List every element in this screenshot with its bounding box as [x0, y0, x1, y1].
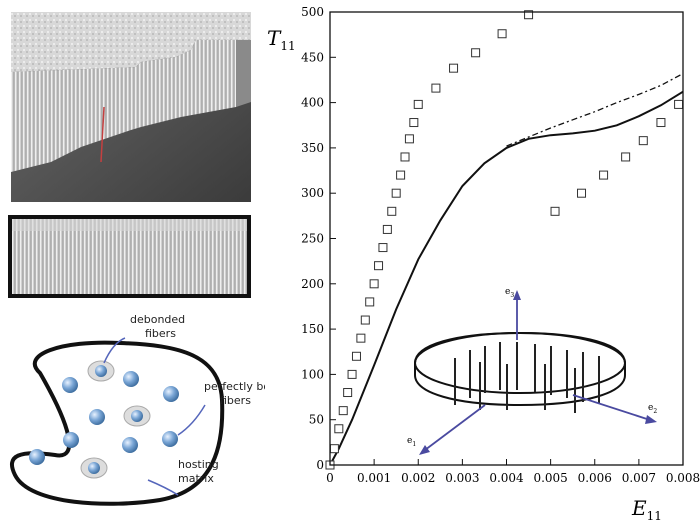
x-tick-label: 0.003 — [445, 471, 479, 485]
debonded-fiber — [87, 360, 115, 382]
y-tick-label: 250 — [301, 232, 324, 246]
y-tick-label: 400 — [301, 96, 324, 110]
x-tick-label: 0.006 — [578, 471, 612, 485]
data-point-marker — [621, 152, 631, 162]
data-point-marker — [599, 170, 609, 180]
y-tick-label: 100 — [301, 367, 324, 381]
data-point-marker — [369, 279, 379, 289]
data-point-marker — [356, 333, 366, 343]
series-line-dashdot — [506, 73, 684, 147]
data-point-marker — [656, 118, 666, 128]
x-tick-label: 0 — [326, 471, 334, 485]
label-matrix-line1: hosting — [178, 458, 219, 471]
data-point-marker — [347, 369, 357, 379]
y-axis-title: T11 — [267, 26, 296, 53]
bonded-fiber — [163, 386, 179, 402]
bonded-fiber — [123, 371, 139, 387]
label-matrix-line2: matrix — [178, 472, 214, 485]
sem-image-fiber-closeup — [8, 215, 251, 298]
data-point-marker — [497, 29, 507, 39]
debonded-fiber — [123, 405, 151, 427]
y-tick-label: 500 — [301, 5, 324, 19]
data-point-marker — [396, 170, 406, 180]
data-point-marker — [387, 206, 397, 216]
data-point-marker — [524, 10, 534, 20]
data-point-marker — [382, 224, 392, 234]
data-point-marker — [471, 48, 481, 58]
x-tick-label: 0.007 — [622, 471, 656, 485]
label-debonded-line1: debonded — [130, 313, 185, 326]
bonded-fiber — [122, 437, 138, 453]
composite-schematic: debonded fibers perfectly bonded fibers … — [0, 305, 298, 520]
bonded-fiber — [62, 377, 78, 393]
inset-fiber-cylinder: e3 e2 e1 — [407, 287, 657, 455]
inset-axis-e1: e1 — [407, 436, 416, 448]
data-point-marker — [577, 188, 587, 198]
x-tick-label: 0.008 — [666, 471, 700, 485]
data-point-marker — [334, 424, 344, 434]
bonded-fiber — [29, 449, 45, 465]
bonded-fiber — [162, 431, 178, 447]
y-tick-label: 300 — [301, 186, 324, 200]
data-point-marker — [351, 351, 361, 361]
data-point-marker — [374, 261, 384, 271]
data-point-marker — [329, 444, 339, 454]
y-tick-label: 350 — [301, 141, 324, 155]
y-tick-label: 150 — [301, 322, 324, 336]
sem-image-fiber-array — [11, 12, 251, 202]
inset-axis-e2: e2 — [648, 403, 657, 415]
data-point-marker — [338, 406, 348, 416]
data-point-marker — [343, 388, 353, 398]
plot-frame — [329, 11, 684, 466]
data-point-marker — [360, 315, 370, 325]
inset-axis-e3: e3 — [505, 287, 514, 299]
bonded-fiber — [89, 409, 105, 425]
data-point-marker — [638, 136, 648, 146]
label-debonded-line2: fibers — [145, 327, 176, 340]
series-line-solid — [329, 90, 684, 466]
x-tick-label: 0.001 — [357, 471, 391, 485]
label-bonded-line2: fibers — [220, 394, 251, 407]
x-axis-title: E11 — [631, 496, 662, 523]
data-point-marker — [449, 63, 459, 73]
bonded-fiber — [63, 432, 79, 448]
data-point-marker — [409, 118, 419, 128]
data-point-marker — [391, 188, 401, 198]
stress-strain-chart: 0 0.001 0.002 0.003 0.004 0.005 0.006 0.007 0.00… — [255, 0, 700, 525]
data-point-marker — [378, 243, 388, 253]
data-point-marker — [413, 99, 423, 109]
x-tick-label: 0.005 — [533, 471, 567, 485]
debonded-fiber — [80, 457, 108, 479]
data-point-marker — [674, 99, 684, 109]
x-tick-label: 0.004 — [489, 471, 524, 485]
y-tick-label: 50 — [309, 413, 324, 427]
data-point-marker — [550, 206, 560, 216]
x-tick-label: 0.002 — [401, 471, 435, 485]
data-point-marker — [365, 297, 375, 307]
data-point-marker — [431, 83, 441, 93]
y-tick-label: 450 — [301, 50, 324, 64]
data-point-marker — [404, 134, 414, 144]
y-tick-label: 200 — [301, 277, 324, 291]
data-point-marker — [400, 152, 410, 162]
y-tick-label: 0 — [316, 458, 324, 472]
